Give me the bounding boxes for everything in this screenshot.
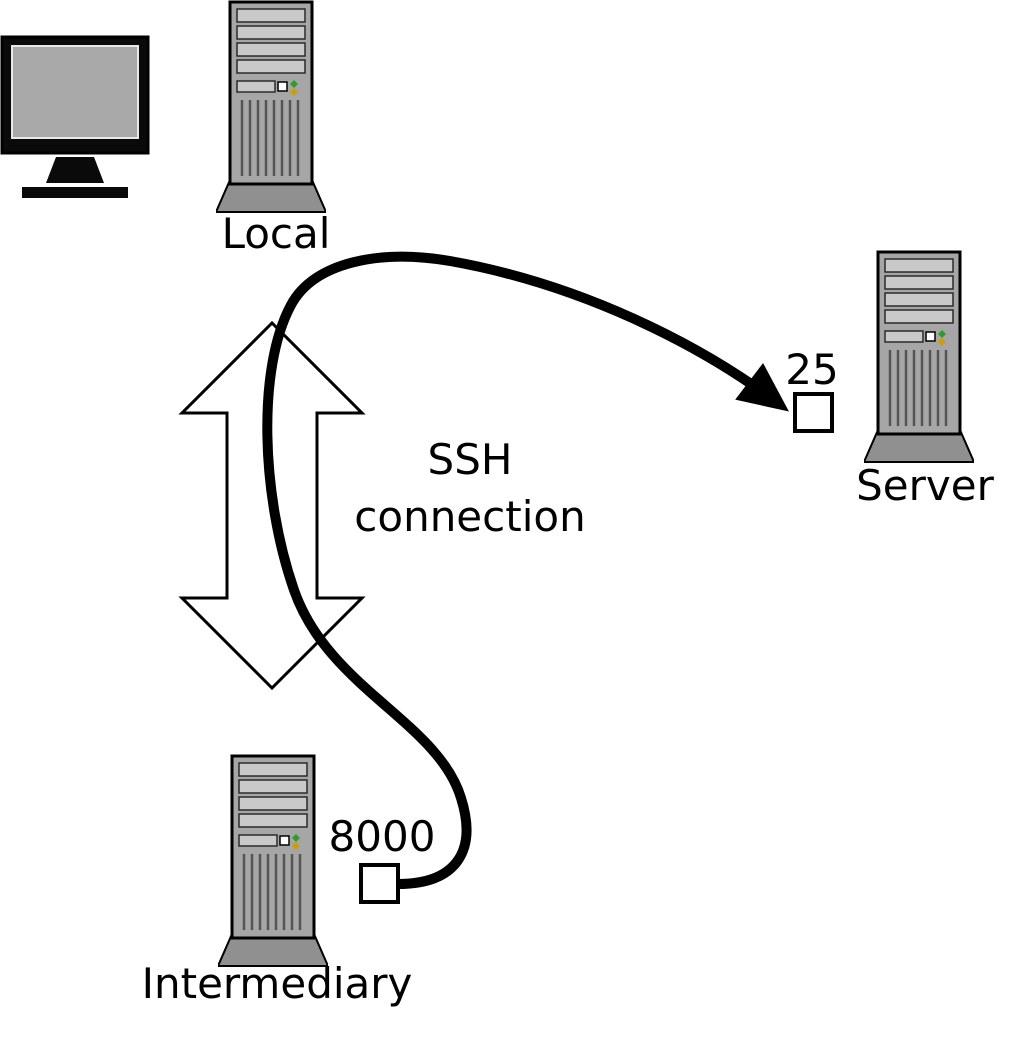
- server-port-25-square: [793, 392, 834, 433]
- intermediary-computer-icon: [218, 754, 328, 968]
- monitor-icon: [0, 35, 150, 198]
- intermediary-port-8000-square: [359, 863, 400, 904]
- local-computer-icon: [216, 0, 326, 214]
- monitor-stand-base: [22, 187, 128, 198]
- tunnel-curve-arrow: [262, 251, 789, 889]
- monitor-stand: [46, 157, 104, 183]
- local-label: Local: [221, 209, 331, 258]
- server-port-label: 25: [785, 345, 839, 394]
- intermediary-port-label: 8000: [328, 812, 436, 861]
- server-computer-icon: [864, 250, 974, 464]
- server-label: Server: [856, 461, 994, 510]
- ssh-connection-label: SSH connection: [354, 435, 586, 541]
- monitor-screen: [11, 45, 139, 139]
- intermediary-label: Intermediary: [141, 959, 413, 1008]
